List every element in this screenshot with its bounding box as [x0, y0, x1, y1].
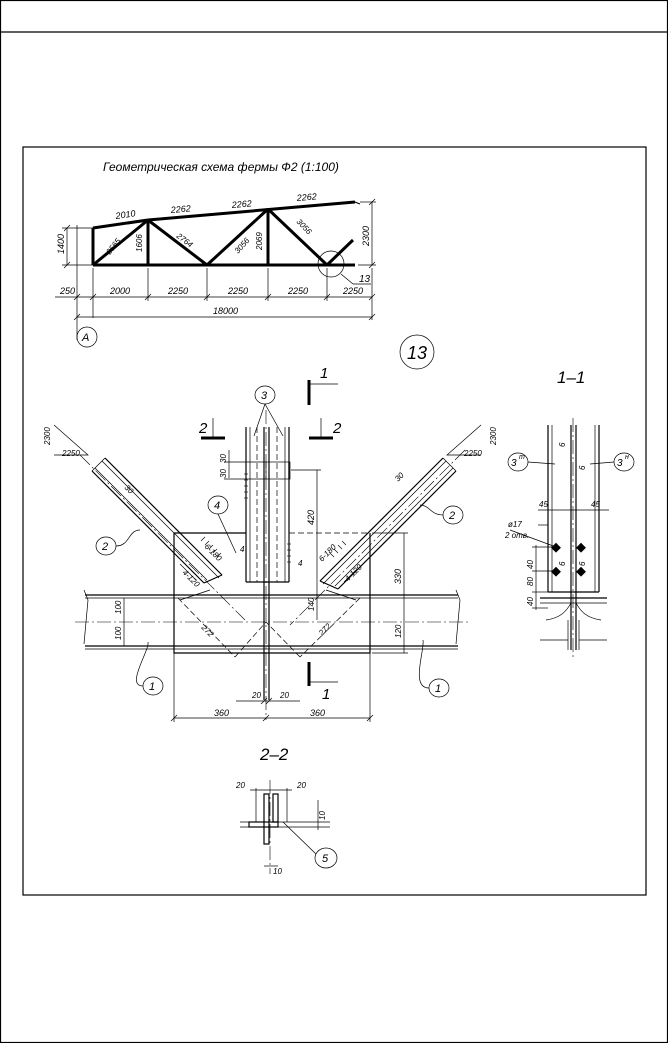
drawing-label: 10: [273, 867, 282, 876]
node-13-detail: 13: [43, 334, 498, 722]
section-2-2: 2–2 20 20 10 10 5: [235, 745, 338, 876]
drawing-label: 2: [448, 510, 455, 522]
drawing-label: 2 отв.: [504, 531, 529, 540]
drawing-label: 120: [394, 624, 403, 638]
drawing-label: 1: [320, 365, 328, 382]
truss-members: [91, 200, 361, 267]
drawing-label: 20: [251, 691, 261, 700]
drawing-label: 6-180: [317, 542, 338, 563]
drawing-label: 30: [219, 454, 228, 463]
drawing-label: 272: [199, 622, 216, 639]
node-callout: 13: [359, 274, 371, 285]
node-label-circle: [399, 334, 435, 370]
drawing-label: 45: [539, 500, 548, 509]
drawing-label: 6: [578, 465, 587, 470]
drawing-label: н: [625, 454, 629, 461]
gusset-plate: [173, 532, 371, 654]
drawing-label: 2250: [463, 449, 482, 458]
node-dimension-lines: [123, 450, 408, 722]
section-cut-marks: [201, 380, 338, 686]
drawing-label: 1400: [56, 234, 66, 254]
part-callouts: [95, 385, 464, 698]
drawing-label: 1–1: [557, 368, 585, 387]
drawing-label: 272: [316, 621, 333, 638]
drawing-label: ø17: [508, 520, 522, 529]
drawing-label: т: [519, 454, 525, 461]
drawing-label: 2069: [255, 232, 264, 251]
truss-title: Геометрическая схема фермы Ф2 (1:100): [103, 160, 339, 174]
drawing-label: 2250: [61, 449, 80, 458]
drawing-label: 80: [526, 577, 535, 586]
drawing-label: 3056: [295, 217, 314, 236]
weld-length-lines: [177, 589, 361, 658]
drawing-label: 2262: [230, 198, 252, 210]
drawing-label: 40: [526, 560, 535, 569]
drawing-label: 45: [591, 500, 600, 509]
node-13-circle: [317, 250, 345, 278]
drawing-label: 3: [511, 458, 517, 469]
drawing-label: 250: [59, 286, 75, 296]
bottom-chord: [75, 589, 470, 650]
drawing-label: 20: [235, 781, 245, 790]
section-1-1: 1–1: [504, 368, 635, 660]
drawing-label: 1: [435, 683, 441, 695]
drawing-label: 6: [558, 561, 567, 566]
truss-scheme: Геометрическая схема фермы Ф2 (1:100) 13…: [55, 160, 376, 348]
drawing-label: 2250: [287, 286, 308, 296]
drawing-label: 2262: [295, 191, 317, 203]
drawing-label: 2262: [169, 203, 191, 215]
drawing-label: 18000: [213, 306, 238, 316]
drawing-label: 2250: [342, 286, 363, 296]
drawing-label: 30: [219, 469, 228, 478]
drawing-label: 6: [558, 442, 567, 447]
drawing-label: 5: [322, 853, 329, 865]
drawing-label: 2300: [43, 427, 52, 446]
drawing-label: 2300: [361, 226, 371, 247]
drawing-label: 2250: [227, 286, 248, 296]
axis-a-bubble: [76, 326, 98, 348]
bolt-holes: [551, 542, 586, 577]
drawing-label: 4: [240, 545, 245, 554]
drawing-label: 20: [279, 691, 289, 700]
drawing-label: 2250: [167, 286, 188, 296]
right-diagonal: [289, 449, 466, 626]
drawing-label: 2000: [109, 286, 130, 296]
drawing-label: 13: [407, 343, 427, 363]
drawing-label: 1: [322, 686, 330, 703]
drawing-label: 1606: [135, 234, 144, 252]
drawing-label: 4: [214, 500, 220, 512]
drawing-label: 2300: [489, 427, 498, 446]
drawing-label: 360: [310, 708, 325, 718]
drawing-label: 420: [306, 510, 316, 525]
drawing-label: 30: [393, 470, 406, 483]
drawing-label: 30: [123, 483, 136, 496]
drawing-label: 140: [307, 597, 316, 611]
drawing-label: 100: [114, 600, 123, 614]
drawing-label: 10: [318, 811, 327, 820]
drawing-label: 6: [578, 561, 587, 566]
drawing-label: 1: [149, 681, 155, 693]
drawing-label: A: [81, 332, 89, 344]
drawing-label: 360: [214, 708, 229, 718]
drawing-label: 100: [114, 626, 123, 640]
drawing-label: 2–2: [259, 745, 289, 764]
slope-marks: [53, 424, 482, 456]
drawing-label: 2: [198, 420, 208, 437]
drawing-label: 3: [617, 458, 623, 469]
vertical-post: [245, 410, 291, 720]
drawing-label: 6-180: [203, 542, 224, 563]
drawing-label: 330: [393, 569, 403, 584]
drawing-label: 20: [296, 781, 306, 790]
drawing-label: 40: [526, 597, 535, 606]
left-diagonal: [79, 454, 246, 621]
drawing-label: 4: [298, 559, 303, 568]
weld-hatching: [179, 473, 357, 583]
drawing-label: 2: [101, 541, 108, 553]
drawing-label: 2: [332, 420, 342, 437]
drawing-label: 2010: [114, 208, 136, 221]
drawing-label: 3: [261, 390, 268, 402]
